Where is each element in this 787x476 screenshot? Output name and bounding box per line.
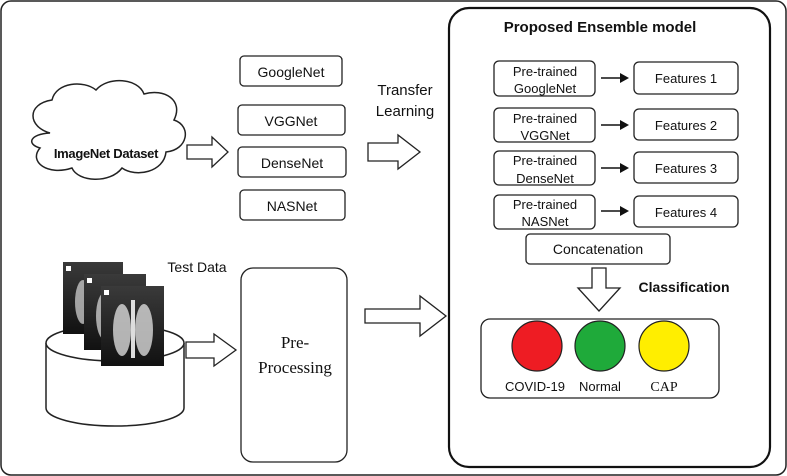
xray-image-3 (101, 286, 164, 366)
ensemble-title: Proposed Ensemble model (504, 19, 697, 36)
hollow-arrow-to-networks (186, 135, 229, 169)
test-data-label: Test Data (167, 259, 226, 275)
hollow-arrow-to-preprocessing (185, 332, 238, 368)
pretrained-label: Pre-trained (513, 197, 577, 212)
hollow-arrow-down (576, 267, 622, 312)
pretrained-net-densenet: DenseNet (516, 171, 574, 186)
network-label-nasnet: NASNet (267, 198, 318, 214)
class-cap: CAP (638, 320, 690, 395)
features-label-3: Features 3 (655, 161, 717, 176)
class-label-normal: Normal (579, 379, 621, 394)
class-circle-cap (638, 320, 690, 372)
imagenet-dataset-label: ImageNet Dataset (54, 146, 159, 161)
network-label-vggnet: VGGNet (265, 113, 318, 129)
features-box-4: Features 4 (633, 195, 739, 228)
xray-image-stack (63, 262, 164, 366)
class-covid19: COVID-19 (505, 320, 565, 394)
classification-label: Classification (638, 279, 729, 295)
network-label-densenet: DenseNet (261, 155, 323, 171)
pretrained-box-densenet: Pre-trained DenseNet (493, 150, 596, 186)
imagenet-dataset-cloud: ImageNet Dataset (30, 79, 187, 180)
preprocessing-box: Pre- Processing (240, 267, 348, 463)
pretrained-label: Pre-trained (513, 64, 577, 79)
network-box-googlenet: GoogleNet (239, 55, 343, 87)
class-circle-normal (574, 320, 626, 372)
pretrained-net-googlenet: GoogleNet (514, 81, 577, 96)
network-box-densenet: DenseNet (237, 146, 347, 178)
pretrained-box-vggnet: Pre-trained VGGNet (493, 107, 596, 143)
pretrained-net-vggnet: VGGNet (520, 128, 570, 143)
class-circle-covid19 (511, 320, 563, 372)
features-label-2: Features 2 (655, 118, 717, 133)
preprocessing-label-line1: Pre- (281, 333, 310, 352)
concatenation-box: Concatenation (525, 233, 671, 265)
pretrained-label: Pre-trained (513, 153, 577, 168)
pretrained-net-nasnet: NASNet (522, 214, 569, 229)
transfer-label-line2: Learning (376, 103, 434, 120)
transfer-label-line1: Transfer (377, 82, 432, 99)
network-box-nasnet: NASNet (239, 189, 346, 221)
class-normal: Normal (574, 320, 626, 394)
pretrained-box-nasnet: Pre-trained NASNet (493, 194, 596, 230)
features-label-4: Features 4 (655, 205, 717, 220)
features-box-3: Features 3 (633, 151, 739, 184)
preprocessing-label-line2: Processing (258, 358, 332, 377)
network-label-googlenet: GoogleNet (258, 64, 325, 80)
hollow-arrow-to-ensemble (364, 294, 448, 338)
features-label-1: Features 1 (655, 71, 717, 86)
hollow-arrow-transfer (367, 133, 422, 171)
concatenation-label: Concatenation (553, 241, 643, 257)
pretrained-label: Pre-trained (513, 111, 577, 126)
features-box-1: Features 1 (633, 61, 739, 95)
feature-arrows (601, 73, 629, 216)
class-label-cap: CAP (650, 380, 677, 395)
features-box-2: Features 2 (633, 108, 739, 141)
class-label-covid19: COVID-19 (505, 379, 565, 394)
pretrained-box-googlenet: Pre-trained GoogleNet (493, 60, 596, 97)
network-box-vggnet: VGGNet (237, 104, 346, 136)
